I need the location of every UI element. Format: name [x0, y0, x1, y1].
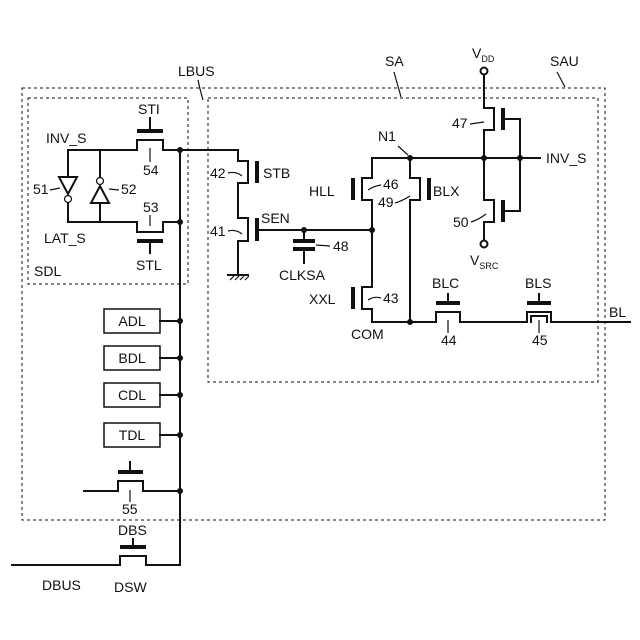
sdl-label: SDL	[34, 263, 61, 279]
vdd-terminal	[481, 68, 488, 75]
n1-label: N1	[378, 128, 396, 144]
latch-bdl: BDL	[104, 346, 183, 370]
latch-label: BDL	[118, 350, 145, 366]
latch-label: CDL	[118, 387, 146, 403]
latch-label: TDL	[119, 427, 146, 443]
ref-43: 43	[383, 290, 399, 306]
lbus-leader	[198, 80, 203, 100]
ref-41: 41	[210, 223, 226, 239]
transistor-45	[527, 294, 551, 322]
transistor-54	[137, 118, 163, 150]
transistor-43	[353, 230, 372, 322]
latch-adl: ADL	[104, 309, 183, 333]
sau-leader	[557, 72, 565, 87]
inverter-51-icon	[59, 177, 77, 194]
transistor-49	[410, 158, 429, 322]
inverter-52-icon	[91, 186, 109, 203]
ref-51: 51	[33, 181, 49, 197]
data-latch-column: ADL BDL CDL TDL	[104, 309, 183, 447]
clksa-label: CLKSA	[279, 267, 326, 283]
transistor-44	[436, 294, 460, 322]
bl-label: BL	[609, 304, 626, 320]
ref-46: 46	[383, 176, 399, 192]
inv-s-right-label: INV_S	[546, 150, 586, 166]
ref-55: 55	[122, 501, 138, 517]
ref-44: 44	[441, 332, 457, 348]
vsrc-label: VSRC	[470, 252, 499, 271]
hll-label: HLL	[309, 183, 335, 199]
transistor-41	[238, 193, 257, 275]
ref-48: 48	[333, 238, 349, 254]
bls-label: BLS	[525, 275, 551, 291]
vdd-label: VDD	[472, 45, 495, 64]
ref-53: 53	[143, 199, 159, 215]
transistor-dsw	[12, 539, 180, 565]
sen-label: SEN	[261, 210, 290, 226]
dbs-label: DBS	[118, 522, 147, 538]
transistor-42	[238, 150, 257, 193]
ref-52: 52	[121, 181, 137, 197]
transistor-46	[353, 158, 372, 230]
ground-icon	[228, 275, 249, 280]
ref-54: 54	[143, 162, 159, 178]
sti-label: STI	[138, 101, 160, 117]
inv-s-left-label: INV_S	[46, 130, 86, 146]
lbus-label: LBUS	[178, 63, 215, 79]
lat-s-label: LAT_S	[44, 230, 86, 246]
com-label: COM	[351, 326, 384, 342]
latch-label: ADL	[118, 313, 145, 329]
ref-42: 42	[210, 165, 226, 181]
latch-tdl: TDL	[104, 423, 183, 447]
ref-45: 45	[532, 332, 548, 348]
sa-label: SA	[385, 53, 404, 69]
vsrc-terminal	[481, 241, 488, 248]
dbus-label: DBUS	[42, 577, 81, 593]
ref-47: 47	[452, 115, 468, 131]
blc-label: BLC	[432, 275, 459, 291]
sau-label: SAU	[550, 53, 579, 69]
latch-cdl: CDL	[104, 383, 183, 407]
ref-49: 49	[378, 194, 394, 210]
blx-label: BLX	[433, 183, 460, 199]
stl-label: STL	[136, 257, 162, 273]
transistor-55	[84, 462, 180, 491]
sa-leader	[394, 72, 401, 97]
transistor-47	[484, 75, 520, 158]
stb-label: STB	[263, 165, 290, 181]
transistor-50	[484, 158, 520, 240]
dsw-label: DSW	[114, 579, 147, 595]
transistor-53	[137, 222, 163, 253]
ref-50: 50	[453, 214, 469, 230]
capacitor-48	[293, 230, 315, 263]
xxl-label: XXL	[309, 291, 336, 307]
sdl-boundary	[28, 98, 188, 284]
